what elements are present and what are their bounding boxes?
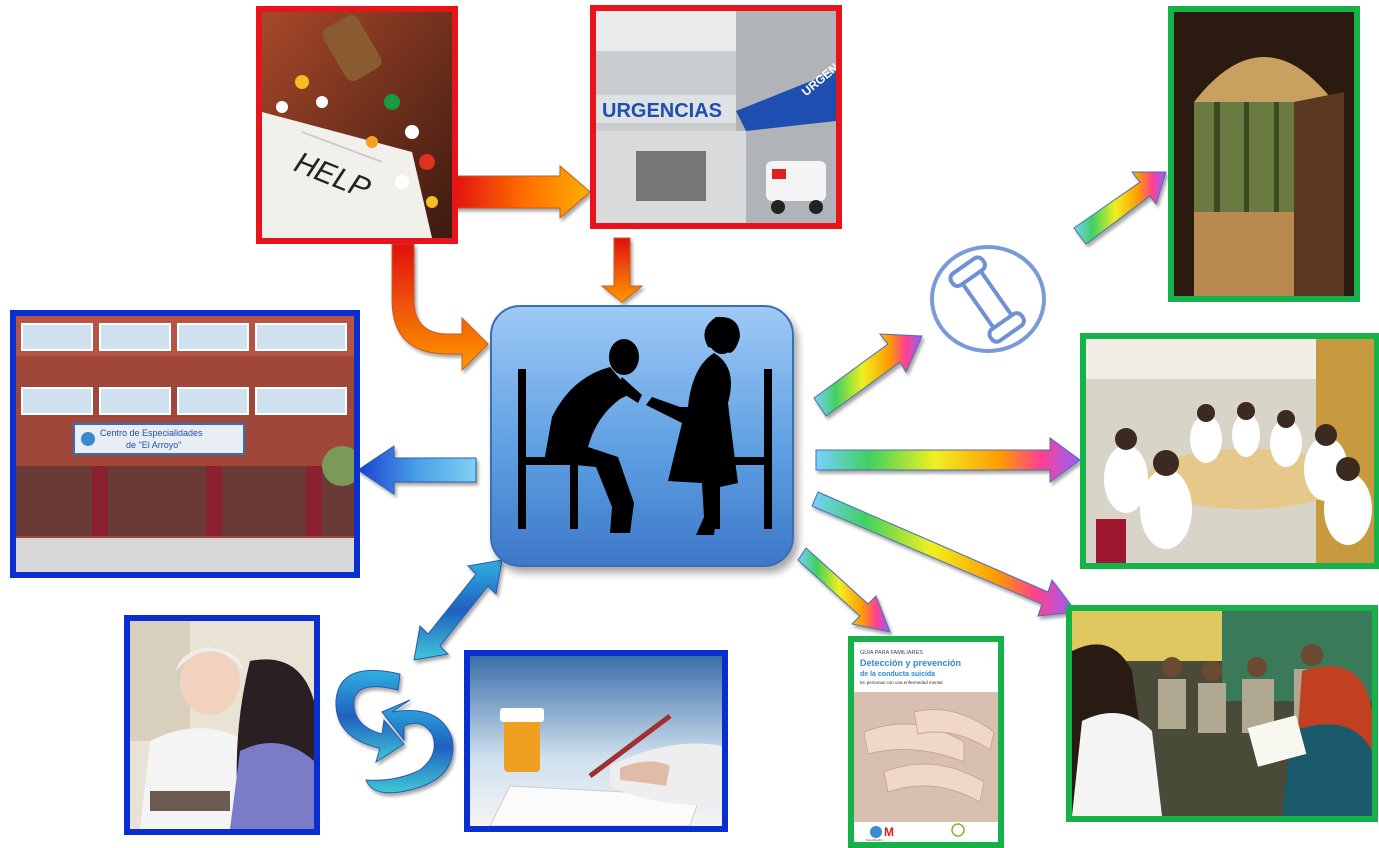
photo-doctor-patient — [124, 615, 320, 835]
arrow-center-pharmacy-double — [413, 559, 503, 661]
photo-team-meeting — [1080, 333, 1379, 569]
arrow-center-to-guide — [797, 547, 891, 633]
cycle-arrows-icon — [335, 669, 454, 794]
health-center-sign-line2: de "El Arroyo" — [126, 440, 181, 450]
arrow-phone-to-park — [1073, 171, 1167, 245]
health-center-sign-line1: Centro de Especialidades — [100, 428, 203, 438]
photo-prescription — [464, 650, 728, 832]
guide-title-line2: de la conducta suicida — [860, 671, 935, 678]
arrow-help-to-center — [391, 243, 489, 372]
photo-urgencias: URGENCIAS URGENC — [590, 5, 842, 229]
arrow-center-to-team — [815, 437, 1081, 483]
photo-group-therapy — [1066, 605, 1378, 822]
urgencias-sign-text: URGENCIAS — [602, 100, 722, 122]
guide-logo-text: M — [884, 825, 894, 839]
guide-kicker: GUÍA PARA FAMILIARES — [860, 649, 923, 656]
consultation-silhouette-icon — [518, 316, 772, 535]
photo-park-doorway — [1168, 6, 1360, 302]
center-consultation-panel — [490, 305, 794, 567]
guide-logo-sub: SaludMadrid — [866, 838, 883, 842]
phone-icon — [926, 242, 1050, 356]
arrow-urgencias-to-center — [600, 237, 644, 303]
photo-family-guide: GUÍA PARA FAMILIARES Detección y prevenc… — [848, 636, 1004, 848]
photo-health-center: Centro de Especialidades de "El Arroyo" — [10, 310, 360, 578]
arrow-center-to-phone — [813, 333, 923, 417]
arrow-center-to-group — [811, 491, 1077, 617]
guide-title-line1: Detección y prevención — [860, 658, 961, 668]
arrow-help-to-urgencias — [451, 164, 591, 220]
photo-help-pills: HELP — [256, 6, 458, 244]
guide-subtitle: En personas con una enfermedad mental — [860, 680, 943, 685]
arrow-center-to-health-center — [357, 445, 477, 495]
